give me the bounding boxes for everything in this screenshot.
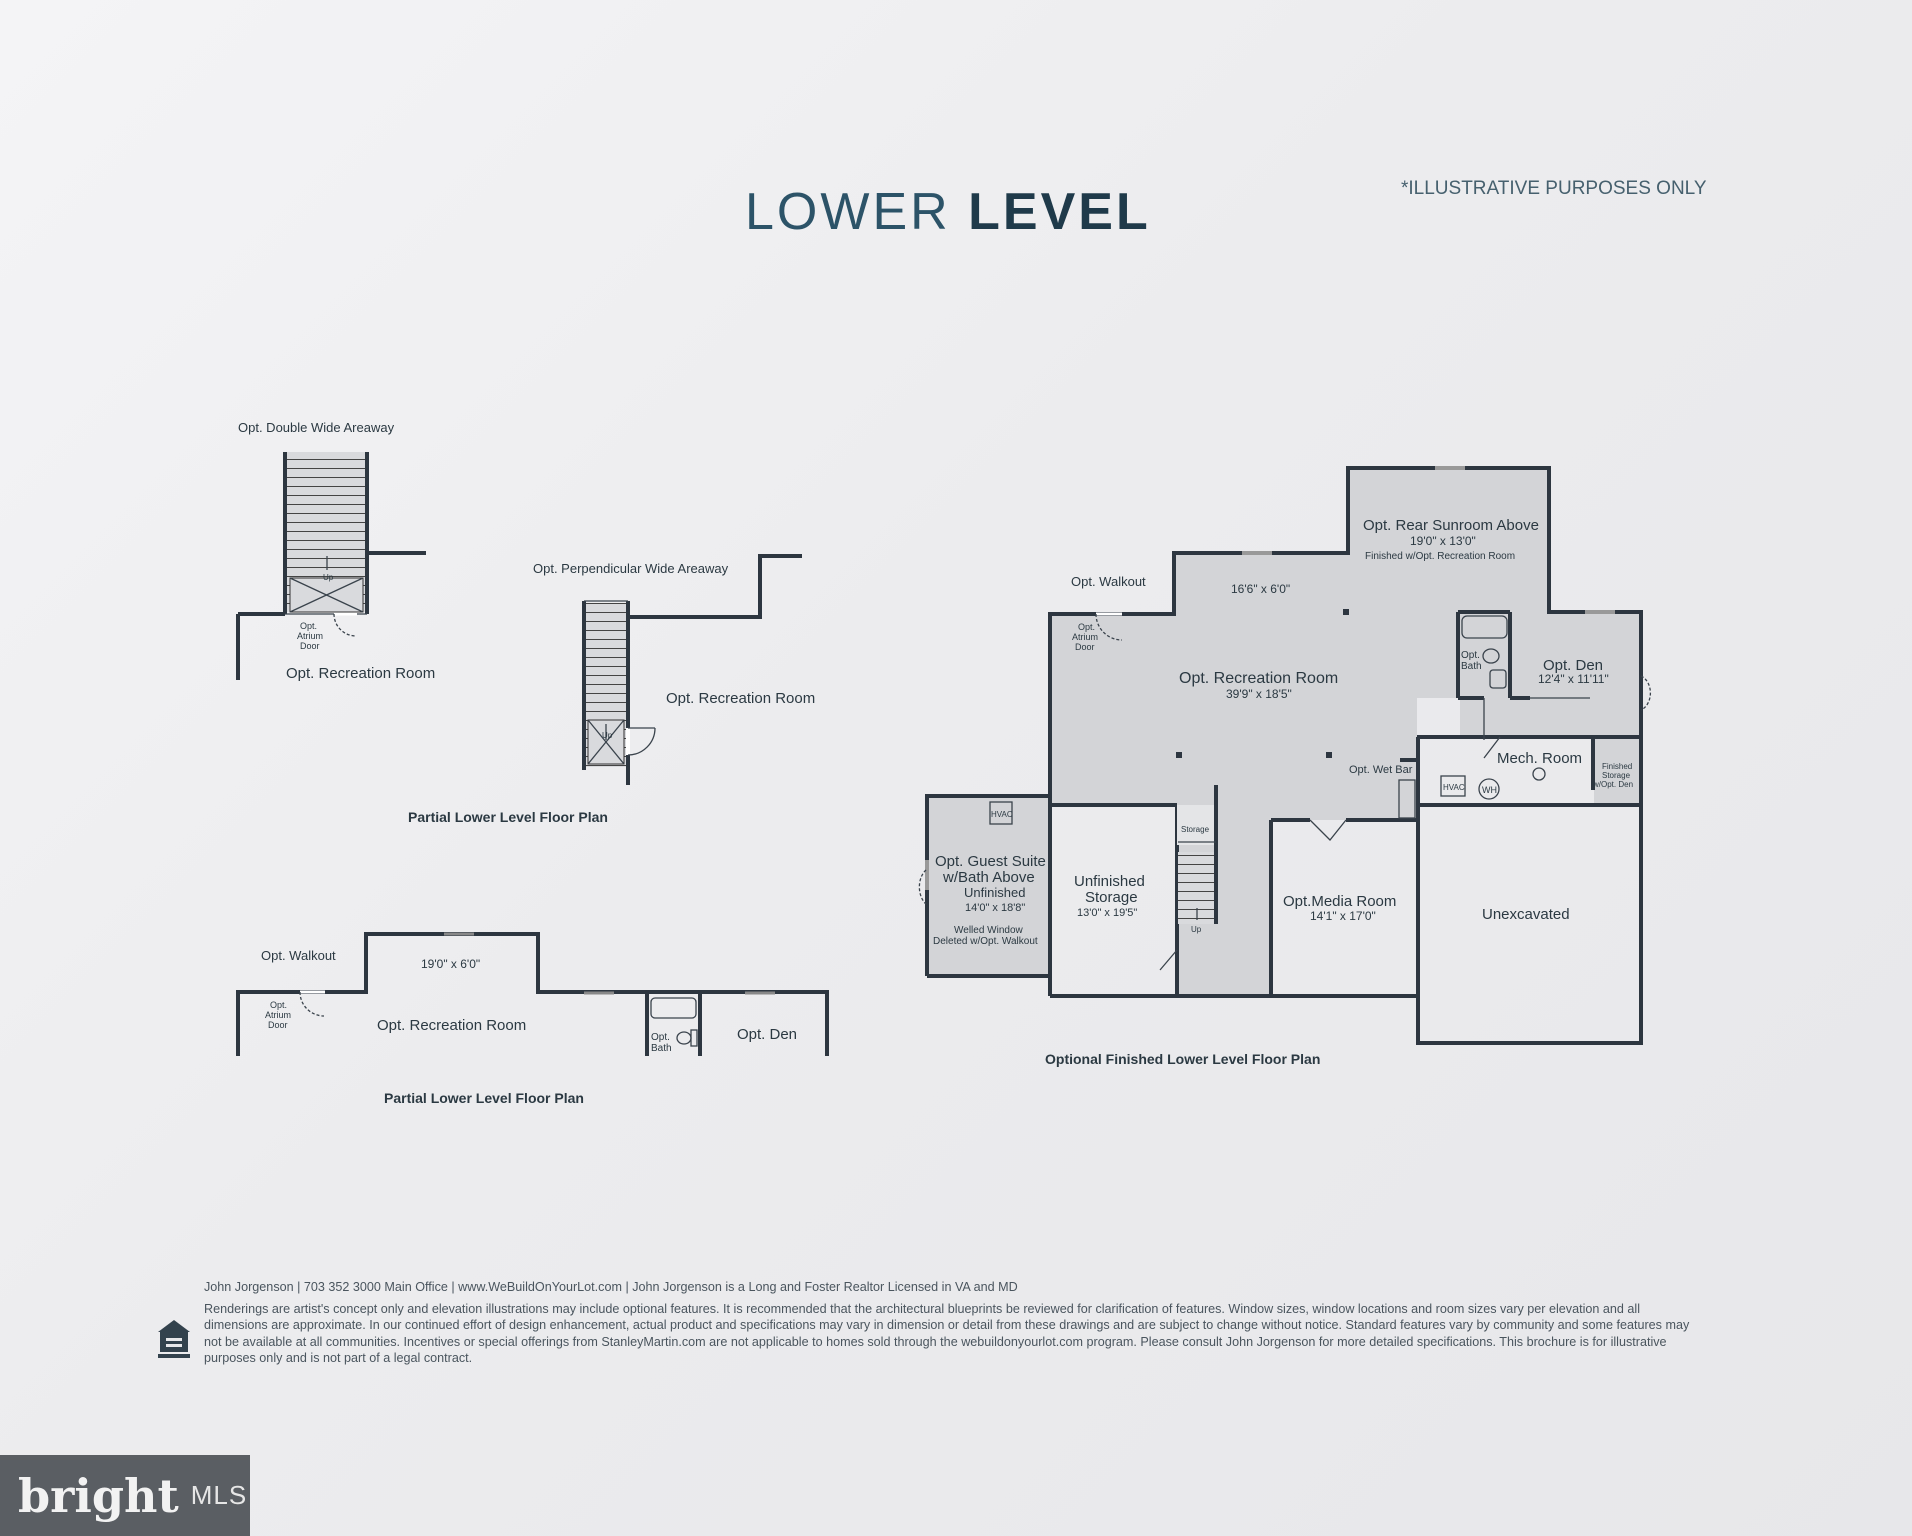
- plan-a-atrium-door-1: Opt.: [300, 621, 317, 631]
- plan-c-bath-1: Opt.: [651, 1032, 670, 1043]
- plan-b-up-label: Up: [602, 731, 613, 740]
- plan-a-double-wide-areaway: Opt. Double Wide Areaway Up Opt. Atrium …: [236, 420, 435, 682]
- main-bath-1: Opt.: [1461, 650, 1480, 661]
- plan-main-finished-lower-level: Opt. Walkout Opt. Atrium Door 16'6" x 6'…: [918, 466, 1651, 1067]
- plan-c-atrium-door-icon: [299, 991, 325, 1017]
- column-marker: [1326, 752, 1332, 758]
- footer-contact: John Jorgenson | 703 352 3000 Main Offic…: [204, 1280, 1018, 1294]
- plan-c-tub-icon: [650, 997, 697, 1019]
- title-light: LOWER: [745, 183, 951, 241]
- plan-b-door-icon: [627, 727, 656, 756]
- main-toilet-icon: [1482, 648, 1500, 664]
- unfinished-storage-dims: 13'0" x 19'5": [1077, 907, 1137, 919]
- sunroom-name: Opt. Rear Sunroom Above: [1363, 517, 1539, 534]
- plan-c-den: Opt. Den: [737, 1026, 797, 1043]
- column-marker: [1176, 752, 1182, 758]
- mech-door-icon: [1483, 736, 1501, 759]
- guest-hvac: HVAC: [991, 810, 1013, 819]
- plan-c-caption: Partial Lower Level Floor Plan: [384, 1090, 584, 1106]
- guest-suite-note1: Welled Window: [954, 925, 1024, 936]
- finished-storage-3: w/Opt. Den: [1592, 780, 1633, 789]
- bright-mls-logo: bright MLS: [0, 1455, 250, 1536]
- main-bath-2: Bath: [1461, 661, 1482, 672]
- footer-disclaimer: Renderings are artist's concept only and…: [204, 1301, 1690, 1366]
- guest-suite-name1: Opt. Guest Suite: [935, 853, 1046, 870]
- plan-a-rec-room: Opt. Recreation Room: [286, 665, 435, 682]
- plan-b-rec-room: Opt. Recreation Room: [666, 690, 815, 707]
- main-atrium-door-1: Opt.: [1078, 622, 1095, 632]
- rec-room-dims: 39'9" x 18'5": [1226, 687, 1292, 701]
- mech-hvac: HVAC: [1443, 783, 1465, 792]
- mech-room: Mech. Room: [1497, 750, 1582, 767]
- column-marker: [1343, 609, 1349, 615]
- water-heater-icon: [1478, 778, 1500, 800]
- guest-suite-dims: 14'0" x 18'8": [965, 902, 1025, 914]
- plan-b-perpendicular-areaway: Opt. Perpendicular Wide Areaway Up Opt. …: [408, 554, 815, 825]
- plan-c-partial-walkout: Opt. Walkout 19'0" x 6'0" Opt. Atrium Do…: [236, 932, 829, 1106]
- plan-main-caption: Optional Finished Lower Level Floor Plan: [1045, 1051, 1320, 1067]
- rec-room-name: Opt. Recreation Room: [1179, 670, 1338, 687]
- finished-storage-2: Storage: [1602, 771, 1631, 780]
- equal-housing-icon: [156, 1318, 192, 1360]
- wet-bar-sink-icon: [1398, 779, 1416, 819]
- page-title: LOWER LEVEL: [745, 182, 1151, 242]
- guest-suite-fill: [927, 796, 1049, 976]
- plan-c-toilet-icon: [676, 1031, 692, 1045]
- main-sink-icon: [1489, 669, 1507, 689]
- plan-a-atrium-door-icon: [333, 613, 357, 637]
- den-name: Opt. Den: [1543, 657, 1603, 674]
- guest-suite-note2: Deleted w/Opt. Walkout: [933, 936, 1038, 947]
- main-up-label: Up: [1191, 925, 1202, 934]
- water-heater-label: WH: [1482, 785, 1497, 795]
- sump-icon: [1532, 767, 1546, 781]
- unexcavated: Unexcavated: [1482, 906, 1570, 923]
- finished-storage-1: Finished: [1602, 762, 1632, 771]
- den-dims: 12'4" x 11'11": [1538, 672, 1609, 686]
- plan-b-areaway-label: Opt. Perpendicular Wide Areaway: [533, 561, 729, 576]
- stair-storage: Storage: [1181, 825, 1210, 834]
- plan-c-atrium-door-1: Opt.: [270, 1000, 287, 1010]
- brand-suffix: MLS: [190, 1480, 248, 1510]
- main-walkout: Opt. Walkout: [1071, 574, 1146, 589]
- wet-bar: Opt. Wet Bar: [1349, 764, 1413, 776]
- unfinished-storage-name1: Unfinished: [1074, 873, 1145, 890]
- plan-c-walkout: Opt. Walkout: [261, 948, 336, 963]
- plan-a-areaway-label: Opt. Double Wide Areaway: [238, 420, 395, 435]
- plan-a-atrium-door-2: Atrium: [297, 631, 323, 641]
- plan-c-atrium-door-2: Atrium: [265, 1010, 291, 1020]
- unfinished-storage-name2: Storage: [1085, 889, 1138, 906]
- sunroom-dims: 19'0" x 13'0": [1410, 534, 1476, 548]
- plan-a-atrium-door-3: Door: [300, 641, 320, 651]
- illustrative-note: *ILLUSTRATIVE PURPOSES ONLY: [1401, 178, 1707, 199]
- plan-b-caption: Partial Lower Level Floor Plan: [408, 809, 608, 825]
- sunroom-note: Finished w/Opt. Recreation Room: [1365, 551, 1515, 562]
- media-room-name: Opt.Media Room: [1283, 893, 1396, 910]
- main-walkout-dims: 16'6" x 6'0": [1231, 582, 1290, 596]
- main-tub-icon: [1461, 615, 1508, 639]
- plan-a-up-label: Up: [323, 573, 334, 582]
- plan-c-dims: 19'0" x 6'0": [421, 957, 480, 971]
- media-room-dims: 14'1" x 17'0": [1310, 909, 1376, 923]
- den-window-icon: [1640, 675, 1651, 711]
- brand-name: bright: [18, 1468, 179, 1523]
- main-atrium-door-icon: [1095, 613, 1123, 641]
- footer: John Jorgenson | 703 352 3000 Main Offic…: [204, 1279, 1694, 1367]
- plan-c-atrium-door-3: Door: [268, 1020, 288, 1030]
- plan-c-rec-room: Opt. Recreation Room: [377, 1017, 526, 1034]
- guest-suite-status: Unfinished: [964, 885, 1025, 900]
- title-bold: LEVEL: [968, 183, 1151, 241]
- main-atrium-door-3: Door: [1075, 642, 1095, 652]
- guest-suite-name2: w/Bath Above: [942, 869, 1035, 886]
- main-atrium-door-2: Atrium: [1072, 632, 1098, 642]
- plan-c-bath-2: Bath: [651, 1043, 672, 1054]
